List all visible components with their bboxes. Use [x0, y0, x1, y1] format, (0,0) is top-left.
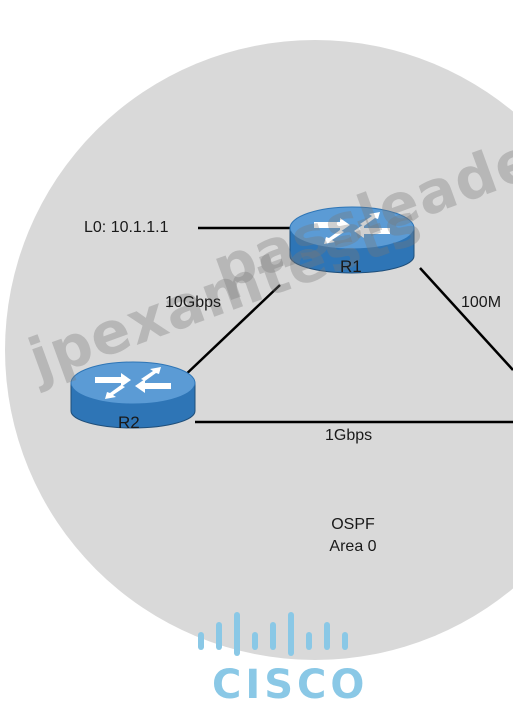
- cisco-logo-text: CISCO: [212, 662, 369, 703]
- router-r1-label: R1: [340, 257, 362, 276]
- router-r2: [70, 361, 196, 429]
- router-arrows-icon: [314, 212, 390, 244]
- ospf-area-name-text: Area 0: [329, 538, 377, 555]
- link-r2-right-label: 1Gbps: [325, 427, 373, 444]
- router-r1: [289, 206, 415, 274]
- ospf-area-circle: [5, 40, 513, 660]
- ospf-area-label: OSPF Area 0: [313, 514, 393, 558]
- ospf-protocol-text: OSPF: [331, 516, 375, 533]
- loopback-label: L0: 10.1.1.1: [84, 219, 169, 236]
- link-r1-r2: [179, 284, 281, 381]
- link-r1-right: [419, 267, 513, 371]
- cisco-logo-bars-icon: [198, 612, 348, 656]
- link-r1-r2-label: 10Gbps: [165, 294, 222, 311]
- router-arrows-icon: [95, 367, 171, 399]
- link-r1-right-label: 100M: [461, 294, 502, 311]
- router-r2-label: R2: [118, 413, 140, 432]
